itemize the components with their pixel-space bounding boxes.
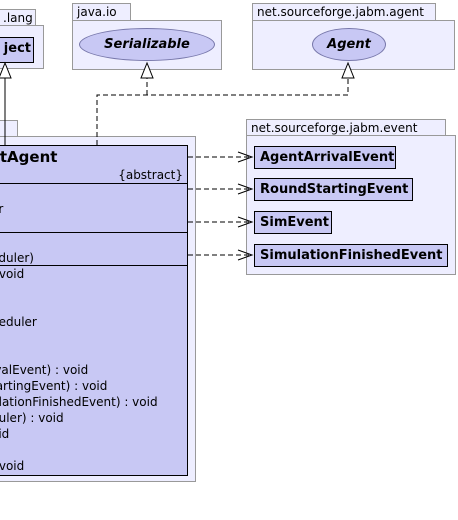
package-tab-java-lang: .lang — [0, 9, 36, 26]
class-object: ject — [0, 37, 34, 63]
attribute-0: er — [0, 201, 3, 217]
operation-4: tartingEvent) : void — [0, 379, 108, 393]
interface-agent: Agent — [312, 28, 386, 61]
operation-3: ivalEvent) : void — [0, 363, 89, 377]
operation-6: duler) : void — [0, 411, 64, 425]
operation-7: oid — [0, 427, 10, 441]
class-name-simulation-finished-event: SimulationFinishedEvent — [260, 248, 443, 263]
arrowhead-simulation-finished-event — [237, 249, 254, 261]
edge-realizes-interfaces — [96, 78, 349, 145]
divider-attributes — [0, 232, 187, 233]
arrowhead-serializable — [140, 61, 154, 79]
class-stereotype: {abstract} — [118, 168, 183, 182]
package-label-java-lang: .lang — [3, 11, 33, 25]
class-abstract-agent: ctAgent {abstract} er eduler) : void ned… — [0, 145, 188, 476]
package-label-jabm-event: net.sourceforge.jabm.event — [251, 121, 418, 135]
operation-2: neduler — [0, 315, 37, 329]
package-jabm-agent — [252, 20, 455, 70]
arrowhead-round-starting-event — [237, 183, 254, 195]
class-simulation-finished-event: SimulationFinishedEvent — [254, 244, 448, 267]
arrowhead-agent-arrival-event — [237, 151, 254, 163]
package-tab-jabm-agent: net.sourceforge.jabm.agent — [252, 3, 436, 21]
package-tab-jabm-event: net.sourceforge.jabm.event — [246, 119, 446, 136]
package-label-jabm-agent: net.sourceforge.jabm.agent — [257, 5, 424, 19]
operation-9: : void — [0, 459, 25, 473]
package-tab-java-io: java.io — [72, 3, 131, 21]
class-name-abstract-agent: ctAgent — [0, 148, 58, 166]
operation-1: : void — [0, 267, 25, 281]
class-agent-arrival-event: AgentArrivalEvent — [254, 146, 396, 169]
arrowhead-extends-object — [0, 61, 12, 79]
arrowhead-agent — [341, 61, 355, 79]
operation-0: eduler) — [0, 251, 34, 265]
class-name-agent-arrival-event: AgentArrivalEvent — [260, 150, 395, 165]
operation-5: ulationFinishedEvent) : void — [0, 395, 158, 409]
class-name-object: ject — [3, 41, 31, 56]
interface-name-agent: Agent — [327, 37, 371, 52]
divider-operations — [0, 265, 187, 266]
class-sim-event: SimEvent — [254, 211, 332, 234]
class-name-sim-event: SimEvent — [260, 215, 330, 230]
arrowhead-sim-event — [237, 216, 254, 228]
class-name-round-starting-event: RoundStartingEvent — [260, 182, 409, 197]
class-round-starting-event: RoundStartingEvent — [254, 178, 413, 201]
interface-serializable: Serializable — [79, 28, 215, 61]
divider-name — [0, 183, 187, 184]
interface-name-serializable: Serializable — [104, 37, 190, 52]
package-label-java-io: java.io — [77, 5, 117, 19]
